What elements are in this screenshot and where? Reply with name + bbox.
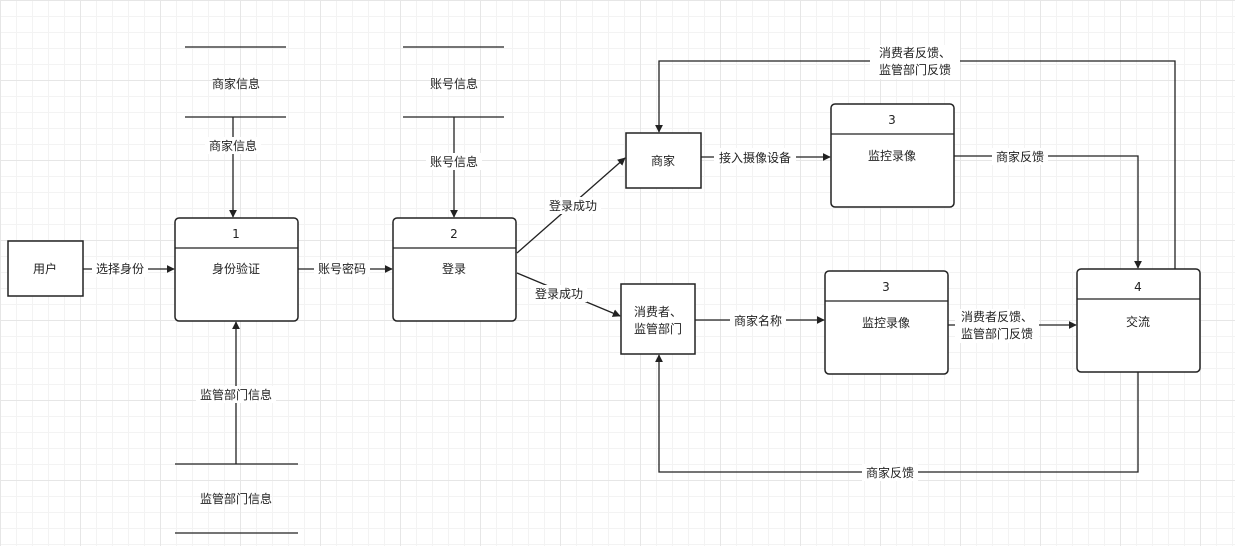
datastore-regulator-info[interactable]: 监管部门信息: [175, 463, 298, 534]
flow-account-info[interactable]: 账号信息: [426, 117, 482, 218]
flow-account-password-label: 账号密码: [318, 261, 366, 276]
flow-bottom-feedback-loop[interactable]: 商家反馈: [655, 354, 1139, 481]
flow-select-identity[interactable]: 选择身份: [83, 260, 175, 277]
flow-connect-camera-label: 接入摄像设备: [719, 150, 791, 165]
process-verify[interactable]: 1 身份验证: [174, 217, 299, 322]
flow-top-feedback-loop[interactable]: 消费者反馈、 监管部门反馈: [655, 45, 1176, 269]
process-verify-name: 身份验证: [212, 261, 260, 276]
process-monitor-top-number: 3: [888, 113, 896, 127]
entity-user-label: 用户: [33, 261, 57, 276]
process-communicate-name: 交流: [1126, 314, 1150, 329]
flow-merchant-info[interactable]: 商家信息: [205, 117, 261, 218]
process-communicate-number: 4: [1134, 280, 1142, 294]
flow-consumer-feedback[interactable]: 消费者反馈、 监管部门反馈: [948, 309, 1077, 343]
datastore-merchant-info[interactable]: 商家信息: [185, 46, 286, 118]
flow-login-success-bottom-label: 登录成功: [535, 286, 583, 301]
process-monitor-top-name: 监控录像: [868, 149, 916, 163]
process-monitor-bottom-name: 监控录像: [862, 316, 910, 330]
flow-select-identity-label: 选择身份: [96, 261, 144, 276]
datastore-account-info[interactable]: 账号信息: [403, 46, 504, 118]
flow-regulator-info[interactable]: 监管部门信息: [196, 321, 276, 464]
flow-regulator-info-label: 监管部门信息: [200, 387, 272, 402]
flow-merchant-feedback-top[interactable]: 商家反馈: [954, 148, 1142, 269]
entity-merchant[interactable]: 商家: [625, 132, 702, 189]
process-monitor-top[interactable]: 3 监控录像: [830, 103, 955, 208]
entity-user[interactable]: 用户: [7, 240, 84, 297]
flow-login-success-top-label: 登录成功: [549, 198, 597, 213]
flow-top-feedback-label-line2: 监管部门反馈: [879, 62, 951, 77]
flow-merchant-name[interactable]: 商家名称: [695, 311, 825, 328]
flow-bottom-feedback-label: 商家反馈: [866, 465, 914, 480]
datastore-account-info-label: 账号信息: [430, 76, 478, 91]
datastore-merchant-info-label: 商家信息: [212, 76, 260, 91]
flow-login-success-merchant[interactable]: 登录成功: [516, 157, 626, 254]
datastore-regulator-info-label: 监管部门信息: [200, 491, 272, 506]
flow-merchant-info-label: 商家信息: [209, 138, 257, 153]
flow-account-password[interactable]: 账号密码: [298, 260, 393, 277]
flow-login-success-consumer[interactable]: 登录成功: [516, 272, 621, 317]
flow-consumer-feedback-label-line2: 监管部门反馈: [961, 326, 1033, 341]
entity-merchant-label: 商家: [651, 153, 675, 168]
entity-consumer-regulator[interactable]: 消费者、 监管部门: [620, 283, 696, 355]
entity-consumer-label-line1: 消费者、: [634, 305, 682, 319]
process-monitor-bottom-number: 3: [882, 280, 890, 294]
flow-account-info-label: 账号信息: [430, 154, 478, 169]
flow-consumer-feedback-label-line1: 消费者反馈、: [961, 310, 1033, 324]
process-login[interactable]: 2 登录: [392, 217, 517, 322]
process-monitor-bottom[interactable]: 3 监控录像: [824, 270, 949, 375]
process-communicate[interactable]: 4 交流: [1076, 268, 1201, 373]
flow-connect-camera[interactable]: 接入摄像设备: [701, 148, 831, 165]
entity-consumer-label-line2: 监管部门: [634, 321, 682, 336]
flow-merchant-name-label: 商家名称: [734, 313, 782, 328]
flow-merchant-feedback-top-label: 商家反馈: [996, 149, 1044, 164]
process-verify-number: 1: [232, 227, 240, 241]
process-login-name: 登录: [442, 261, 466, 276]
flow-top-feedback-label-line1: 消费者反馈、: [879, 46, 951, 60]
process-login-number: 2: [450, 227, 458, 241]
